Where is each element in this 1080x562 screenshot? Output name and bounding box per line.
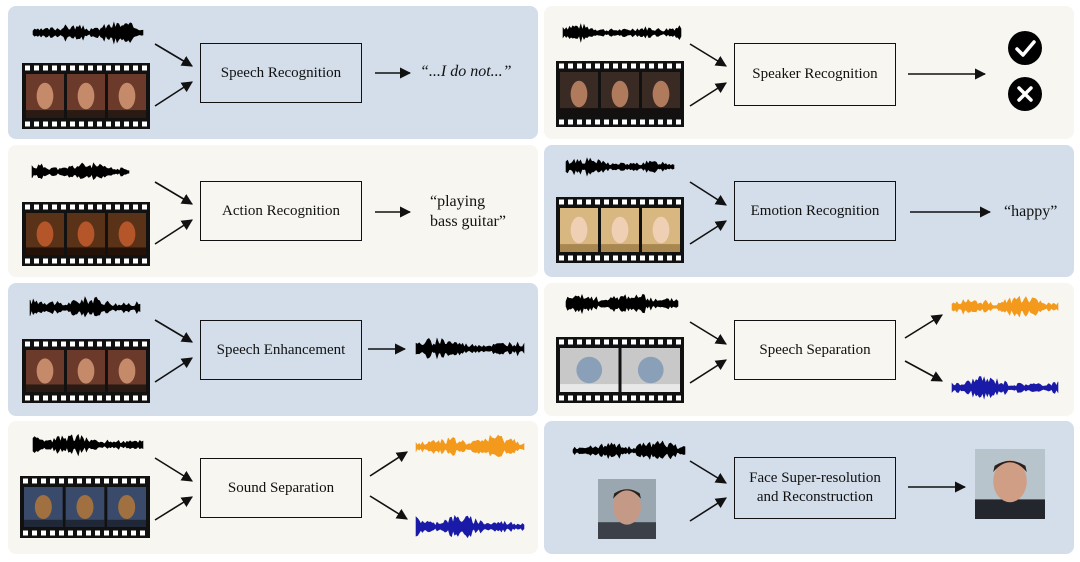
input-arrow [689, 181, 727, 206]
x-circle-icon [1008, 77, 1042, 111]
enhanced-audio-waveform [415, 337, 525, 360]
input-arrow [689, 43, 727, 67]
input-video-frames [22, 63, 150, 129]
input-arrow [154, 496, 193, 521]
input-audio-waveform [572, 440, 686, 460]
output-action-label: “playing bass guitar” [430, 193, 506, 230]
input-audio-waveform [562, 23, 682, 43]
task-box-emotion-recognition: Emotion Recognition [734, 181, 896, 241]
input-audio-waveform [565, 293, 679, 315]
input-arrow [689, 82, 727, 107]
separated-source-2-waveform [951, 376, 1059, 400]
output-arrow [369, 451, 408, 477]
input-video-frames [22, 339, 150, 403]
input-audio-waveform [565, 157, 675, 177]
input-video-frames [556, 61, 684, 127]
input-video-frames [22, 202, 150, 266]
input-arrow [154, 81, 193, 107]
input-arrow [154, 457, 193, 482]
task-box-speech-enhancement: Speech Enhancement [200, 320, 362, 380]
input-arrow [689, 220, 727, 245]
check-circle-icon [1008, 31, 1042, 65]
task-box-speaker-recognition: Speaker Recognition [734, 43, 896, 106]
output-emotion-label: “happy” [1004, 203, 1058, 220]
separated-source-2-waveform [415, 514, 525, 539]
separated-source-1-waveform [415, 434, 525, 458]
input-audio-waveform [32, 21, 144, 45]
output-arrow [904, 314, 943, 339]
input-arrow [154, 43, 193, 67]
input-arrow [154, 319, 193, 343]
input-video-frames [20, 476, 150, 538]
task-box-face-super-resolution: Face Super-resolution and Reconstruction [734, 457, 896, 519]
task-box-speech-separation: Speech Separation [734, 320, 896, 380]
input-arrow [154, 219, 193, 245]
task-box-action-recognition: Action Recognition [200, 181, 362, 241]
input-audio-waveform [29, 296, 141, 318]
input-video-frames [556, 197, 684, 263]
task-box-sound-separation: Sound Separation [200, 458, 362, 518]
output-transcript: “...I do not...” [420, 63, 512, 80]
output-arrow [369, 495, 408, 520]
task-box-speech-recognition: Speech Recognition [200, 43, 362, 103]
separated-source-1-waveform [951, 295, 1059, 318]
input-arrow [154, 357, 193, 383]
low-resolution-face-image [598, 479, 656, 539]
input-arrow [689, 359, 727, 384]
input-arrow [154, 181, 193, 205]
input-audio-waveform [32, 433, 144, 457]
output-arrow [904, 360, 943, 382]
input-arrow [689, 497, 727, 522]
input-arrow [689, 321, 727, 345]
input-arrow [689, 460, 727, 484]
reconstructed-face-image [975, 449, 1045, 519]
input-video-frames [556, 337, 684, 403]
input-audio-waveform [31, 162, 130, 181]
